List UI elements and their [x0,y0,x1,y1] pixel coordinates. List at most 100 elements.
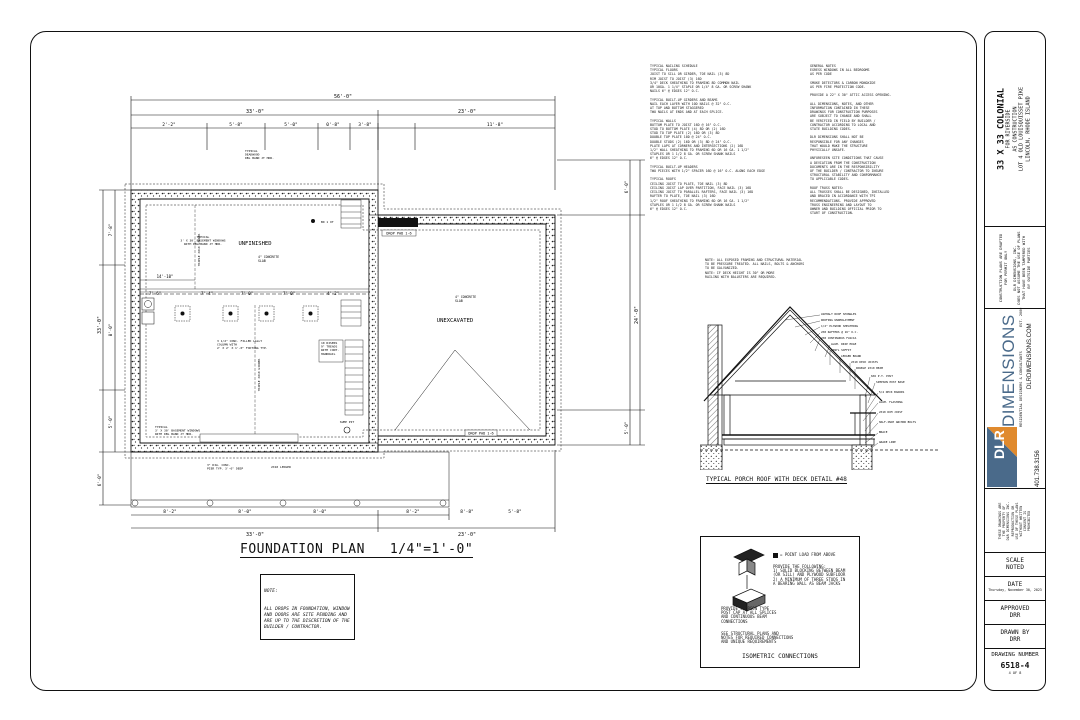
tb-number: DRAWING NUMBER 6518-4 4 OF 8 [985,649,1045,690]
iso-simpson-note: PROVIDE SIMPSON TYPE POST CAP AT ALL SPL… [721,606,777,624]
porch-label-2: ROOFING UNDERLAYMENT [821,318,855,322]
dim-top-2: 5'-8" [229,122,243,128]
logo-web: DLRDIMENSIONS.COM [1027,323,1033,389]
tb-disclaimer-section: CONSTRUCTION PLANS ARE DRAFTED FOR PERMI… [985,227,1045,309]
tb-copyright: THESE DRAWINGS ARE THE PROPERTY OF DLR D… [998,501,1032,540]
tb-scale-value: NOTED [1005,564,1025,571]
dim-row-4: 7'-0" [283,291,295,296]
tb-date-label: DATE [1007,581,1023,588]
svg-text:ASPHALT ROOF SHINGLES ROOF: ASPHALT ROOF SHINGLES ROOFING UNDERLAYME… [821,312,918,444]
tb-brand-section: DLR DIMENSIONS RESIDENTIAL DESIGNERS & C… [985,308,1045,489]
tb-project-sub: FOR RIVERSIDE AS CONSTRUCTION [1005,106,1019,152]
porch-label-11: 6X6 P.T. POST [871,374,893,378]
point-load-note: = POINT LOAD FROM ABOVE [780,552,836,557]
plan-note-head: NOTE: [264,589,278,594]
porch-label-13: 5/4 DECK BOARDS [879,390,905,394]
logo-sub: RESIDENTIAL DESIGNERS & CONSULTANTS [1019,351,1023,427]
tb-drawn-label: DRAWN BY [1000,629,1030,636]
dim-14-10: 14'-10" [157,274,174,279]
dim-left-side: 33'-0" [97,316,103,334]
tb-drawn: DRAWN BY DRR [985,625,1045,649]
drop-pad-label: DROP PAD 1-6 [386,232,411,236]
tb-number-value: 6518-4 [1000,661,1030,670]
dim-left-small-2: 8'-0" [108,324,113,337]
dim-right-small-1: 6'-0" [624,181,629,194]
porch-label-5: 2X8 CONTINUOUS FASCIA [821,336,857,340]
tb-date: DATE Thursday, November 30, 2023 [985,577,1045,601]
room-unfinished: UNFINISHED [238,241,271,247]
sump-label: SUMP PIT [340,420,355,424]
porch-detail: ASPHALT ROOF SHINGLES ROOFING UNDERLAYME… [700,306,940,470]
dim-row-2: 7'-4" [201,291,213,296]
tb-drawn-value: DRR [1009,636,1021,643]
iso-see-note: SEE STRUCTURAL PLANS AND NOTES FOR REQUI… [721,631,794,645]
dim-left-small-3: 5'-0" [108,416,113,429]
dim-bottom-5: 8'-8" [460,509,474,515]
porch-label-4: 2X8 RAFTERS @ 16" O.C. [821,330,858,334]
dim-top-6: 11'-8" [487,122,503,128]
porch-label-10: DOUBLE 2X10 BEAM [856,366,883,370]
tb-approved-value: DRR [1009,612,1021,619]
tb-sheet: 4 OF 8 [1008,671,1022,675]
room-unexcavated: UNEXCAVATED [437,318,473,324]
dim-bottom-total-left: 33'-0" [246,532,264,538]
tb-date-value: Thursday, November 30, 2023 [988,588,1042,592]
isometric-box: = POINT LOAD FROM ABOVE PROVIDE THE FOLL… [700,536,860,668]
porch-label-3: 1/2" PLYWOOD SHEATHING [821,324,858,328]
porch-label-14: ALUM. FLASHING [879,400,903,404]
dim-bottom-3: 8'-0" [313,509,327,515]
tb-scale: SCALE NOTED [985,553,1045,577]
dlr-logo [987,427,1017,487]
point-load-marker [773,553,778,558]
porch-label-6: ALUM. DRIP EDGE [831,342,857,346]
girder-label-2: TRIPLE 2X10 GIRDER [257,359,261,392]
boiler [141,297,155,311]
dim-bottom-2: 8'-0" [238,509,252,515]
tb-project-section: 33 X 33 COLONIAL FOR RIVERSIDE AS CONSTR… [985,32,1045,227]
framing-notes: TYPICAL NAILING SCHEDULE TYPICAL FLOORS … [650,64,766,211]
basement-stairs [344,339,364,416]
tb-project-name: 33 X 33 COLONIAL [996,88,1007,170]
dim-right-23: 23'-0" [458,109,476,115]
tb-approved: APPROVED DRR [985,601,1045,625]
dim-bottom-4: 8'-2" [406,509,420,515]
tb-scale-label: SCALE [1005,557,1025,564]
deck-pier-note: 3" DIA. CONC.PIER TYP. 3'-6" DEEP [207,463,243,471]
porch-label-7: VINYL SOFFIT [831,348,852,352]
porch-detail-title: TYPICAL PORCH ROOF WITH DECK DETAIL #48 [706,476,847,484]
iso-title: ISOMETRIC CONNECTIONS [742,653,818,660]
dim-top-5: 3'-8" [358,122,372,128]
dim-right-side: 24'-0" [634,306,640,324]
porch-label-18: GRADE LINE [879,440,896,444]
dim-bottom-6: 5'-8" [508,509,522,515]
deck-ledger-note: 2X10 LEDGER [271,465,291,469]
porch-label-12: SIMPSON POST BASE [876,380,905,384]
drop-pad-label-2: DROP PAD 1-6 [468,432,493,436]
plan-title: FOUNDATION PLAN 1/4"=1'-0" [240,542,474,558]
dim-right-small-2: 5'-0" [624,422,629,435]
title-block: 33 X 33 COLONIAL FOR RIVERSIDE AS CONSTR… [984,31,1046,691]
logo-brand-text: DIMENSIONS [999,314,1018,427]
dim-row-3: 7'-0" [241,291,253,296]
plan-note-body: ALL DROPS IN FOUNDATION, WINDOW AND DOOR… [264,607,350,630]
porch-label-16: HALF-INCH ANCHOR BOLTS [879,420,916,424]
porch-label-17: BRACE [879,430,888,434]
dim-top-3: 5'-0" [284,122,298,128]
porch-label-1: ASPHALT ROOF SHINGLES [821,312,857,316]
drawing-sheet [30,31,977,691]
dim-left-small-1: 7'-8" [108,224,113,237]
general-notes: GENERAL NOTES EGRESS WINDOWS IN ALL BEDR… [810,64,892,216]
plan-note: NOTE: ALL DROPS IN FOUNDATION, WINDOW AN… [260,574,355,640]
porch-label-15: 2X10 RIM JOIST [879,410,903,414]
tb-number-label: DRAWING NUMBER [991,652,1039,658]
sump-pit [343,426,351,434]
dim-top-4: 0'-8" [326,122,340,128]
girder-label: TRIPLE 2X10 GIRDER [197,234,201,267]
